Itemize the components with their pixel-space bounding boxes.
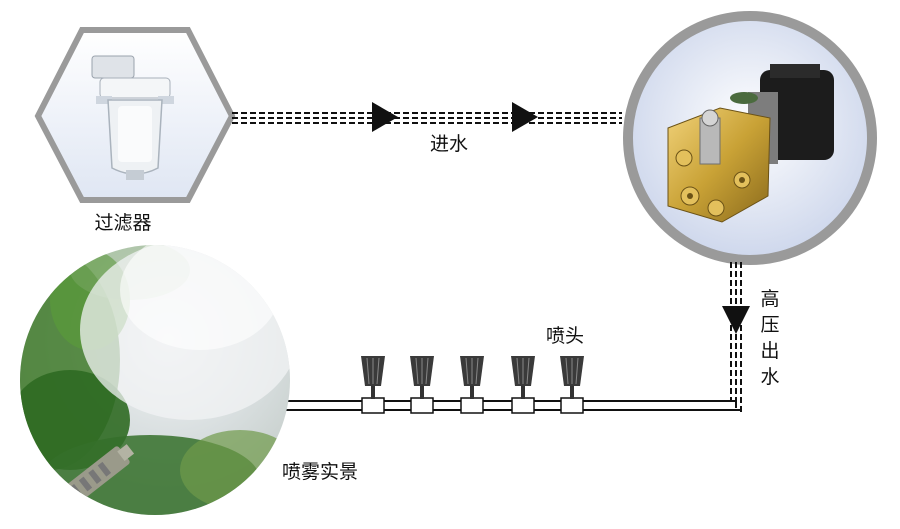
nozzle-row: [361, 356, 584, 414]
nozzle-icon: [511, 356, 535, 414]
flow-arrow-2: [512, 102, 538, 132]
filter-label: 过滤器: [94, 212, 151, 234]
nozzle-icon: [361, 356, 385, 414]
spray-photo: [20, 245, 290, 515]
water-inlet-label: 进水: [430, 133, 468, 155]
nozzle-label: 喷头: [546, 325, 584, 347]
high-pressure-char-4: 水: [760, 366, 779, 388]
outlet-pipe: [722, 262, 750, 412]
filter-node: 过滤器: [34, 27, 236, 234]
nozzle-icon: [460, 356, 484, 414]
outlet-arrow: [722, 306, 750, 334]
high-pressure-char-1: 高: [760, 288, 779, 310]
high-pressure-label: 高 压 出 水: [760, 288, 779, 388]
filter-icon: [91, 55, 174, 180]
high-pressure-char-3: 出: [760, 340, 779, 362]
pump-icon: [667, 64, 834, 223]
flow-arrow-1: [372, 102, 398, 132]
high-pressure-char-2: 压: [760, 314, 779, 336]
inlet-pipe: [232, 102, 622, 132]
nozzle-icon: [560, 356, 584, 414]
spray-scene-label: 喷雾实景: [282, 461, 358, 483]
nozzle-icon: [410, 356, 434, 414]
pump-node: [623, 11, 877, 265]
